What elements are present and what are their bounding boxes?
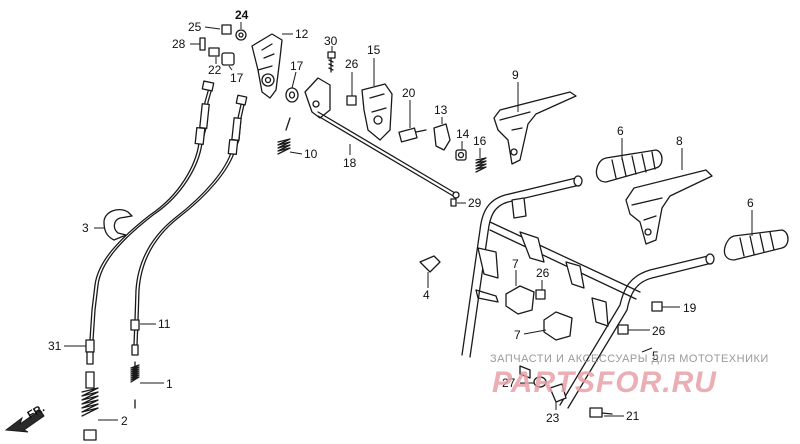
callout-25: 25 xyxy=(188,20,202,34)
callout-26a: 26 xyxy=(345,57,359,71)
control-cable-left xyxy=(89,80,215,341)
callout-31: 31 xyxy=(48,339,62,353)
callout-23: 23 xyxy=(546,411,560,425)
callout-4: 4 xyxy=(423,288,430,302)
spring-10 xyxy=(277,117,291,155)
handlebar-frame xyxy=(461,175,715,409)
control-lever-9 xyxy=(493,91,577,165)
small-parts-top xyxy=(199,24,247,66)
collar-27 xyxy=(533,376,547,388)
callout-11: 11 xyxy=(158,317,171,331)
callout-18: 18 xyxy=(343,156,357,170)
leader-lines xyxy=(64,22,753,421)
callout-2: 2 xyxy=(121,414,128,428)
block-7-upper xyxy=(475,285,535,315)
callout-21: 21 xyxy=(626,409,640,423)
callout-7a: 7 xyxy=(512,257,519,271)
cable-end-left xyxy=(85,339,95,365)
nut-19 xyxy=(651,301,663,312)
callout-17a: 17 xyxy=(230,71,244,85)
nut-26-top xyxy=(346,95,357,106)
control-cable-right xyxy=(130,94,248,356)
watermark-text: ЗАПЧАСТИ И АКСЕССУАРЫ ДЛЯ МОТОТЕХНИКИ xyxy=(490,353,769,365)
nut-14 xyxy=(455,149,467,161)
callout-17b: 17 xyxy=(290,59,304,73)
bracket-12 xyxy=(251,33,283,99)
callout-14: 14 xyxy=(456,127,470,141)
callout-10: 10 xyxy=(304,147,318,161)
lever-13 xyxy=(433,123,451,151)
callout-8: 8 xyxy=(676,134,683,148)
collar-17 xyxy=(285,87,299,103)
callout-24: 24 xyxy=(235,8,249,22)
watermark: ЗАПЧАСТИ И АКСЕССУАРЫ ДЛЯ МОТОТЕХНИКИ PA… xyxy=(490,353,769,399)
control-lever-8 xyxy=(625,169,713,245)
callout-1: 1 xyxy=(166,377,173,391)
callout-6b: 6 xyxy=(747,196,754,210)
callout-15: 15 xyxy=(367,43,381,57)
front-direction-arrow: FR. xyxy=(4,402,47,433)
arm-plate xyxy=(304,77,331,119)
grip-6-upper xyxy=(595,149,663,183)
bolt-30 xyxy=(327,51,336,73)
callout-19: 19 xyxy=(683,301,697,315)
pin-29 xyxy=(450,198,457,207)
callout-16: 16 xyxy=(473,134,487,148)
clamp-23 xyxy=(549,383,567,403)
watermark-logo: PARTSFOR.RU xyxy=(492,366,717,399)
nut-26-mid xyxy=(535,289,546,300)
callout-26c: 26 xyxy=(652,324,666,338)
callout-6a: 6 xyxy=(617,124,624,138)
callout-numbers: 25 24 12 28 22 17 30 15 26 9 17 20 13 14… xyxy=(48,8,754,428)
callout-7b: 7 xyxy=(514,328,521,342)
callout-22: 22 xyxy=(208,63,222,77)
callout-20: 20 xyxy=(402,86,416,100)
bracket-15 xyxy=(361,83,393,141)
callout-5: 5 xyxy=(652,349,659,363)
callout-28: 28 xyxy=(172,37,186,51)
direction-label: FR. xyxy=(26,402,47,421)
block-7-lower xyxy=(543,311,573,341)
callout-26b: 26 xyxy=(536,266,550,280)
callout-3: 3 xyxy=(82,221,89,235)
shaft-18 xyxy=(317,111,460,199)
clip-4 xyxy=(419,255,441,273)
callout-27: 27 xyxy=(502,376,516,390)
callout-30: 30 xyxy=(324,34,338,48)
grip-6-lower xyxy=(723,229,789,261)
callout-13: 13 xyxy=(434,103,448,117)
callout-9: 9 xyxy=(512,68,519,82)
spring-16 xyxy=(475,157,487,173)
nut-26-low xyxy=(617,324,629,335)
bolt-20 xyxy=(398,127,427,143)
cable-guide-clip xyxy=(103,208,133,241)
callout-29: 29 xyxy=(468,196,482,210)
spring-2 xyxy=(81,371,99,441)
bolt-21 xyxy=(589,407,613,418)
spring-1 xyxy=(130,361,140,409)
callout-12: 12 xyxy=(295,27,309,41)
